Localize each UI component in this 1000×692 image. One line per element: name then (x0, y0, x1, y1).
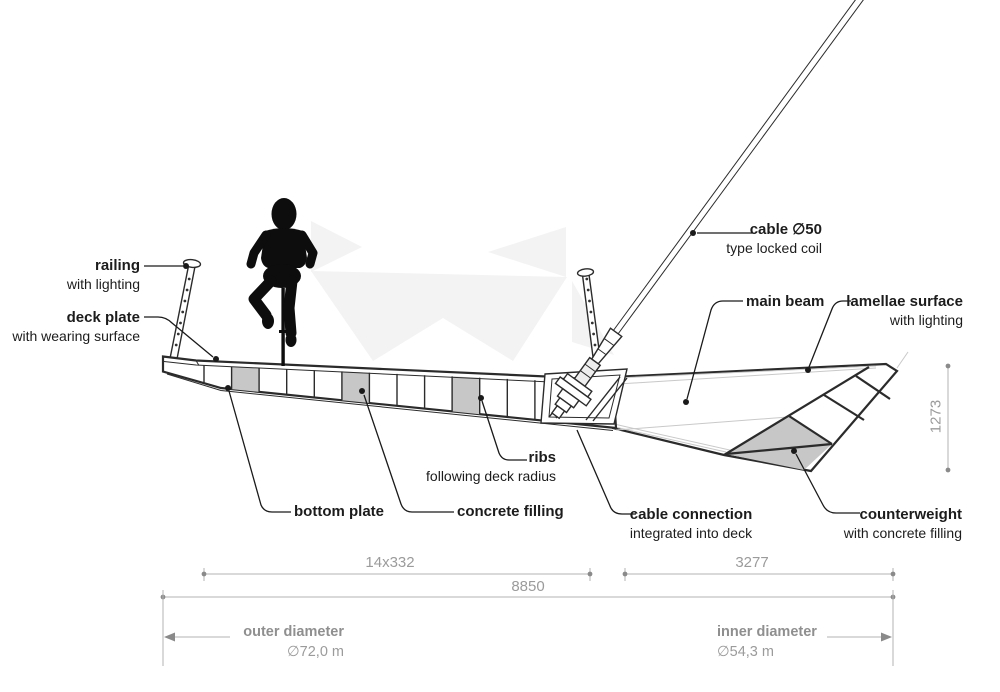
cyclist-silhouette (246, 198, 318, 366)
cable-line (612, 0, 864, 335)
label-main-beam: main beam (746, 293, 825, 310)
label-counterweight: counterweight with concrete filling (843, 506, 962, 541)
label-deck-plate: deck plate with wearing surface (12, 309, 140, 344)
railing-post-left (168, 258, 202, 363)
label-ribs: ribs following deck radius (426, 449, 556, 484)
dim-cantilever-length: 3277 (735, 554, 769, 571)
label-lamellae-surface: lamellae surface with lighting (846, 293, 963, 328)
label-cable-connection: cable connection integrated into deck (629, 506, 753, 541)
label-concrete-filling: concrete filling (457, 503, 564, 520)
main-beam-wing (611, 351, 909, 473)
dimension-lines (160, 363, 951, 666)
dim-inner-diameter: inner diameter ∅54,3 m (717, 624, 817, 660)
light-cones (311, 221, 614, 361)
dim-outer-diameter: outer diameter ∅72,0 m (243, 624, 344, 660)
label-railing: railing with lighting (66, 257, 140, 292)
label-cable: cable ∅50 type locked coil (726, 221, 822, 256)
dim-rib-spacing: 14x332 (365, 554, 415, 571)
deck-structure (161, 355, 618, 431)
leader-lines (144, 230, 860, 515)
dim-section-depth: 1273 (927, 399, 945, 434)
dim-total-length: 8850 (511, 578, 545, 595)
label-bottom-plate: bottom plate (294, 503, 384, 520)
cable-anchor (550, 327, 623, 420)
